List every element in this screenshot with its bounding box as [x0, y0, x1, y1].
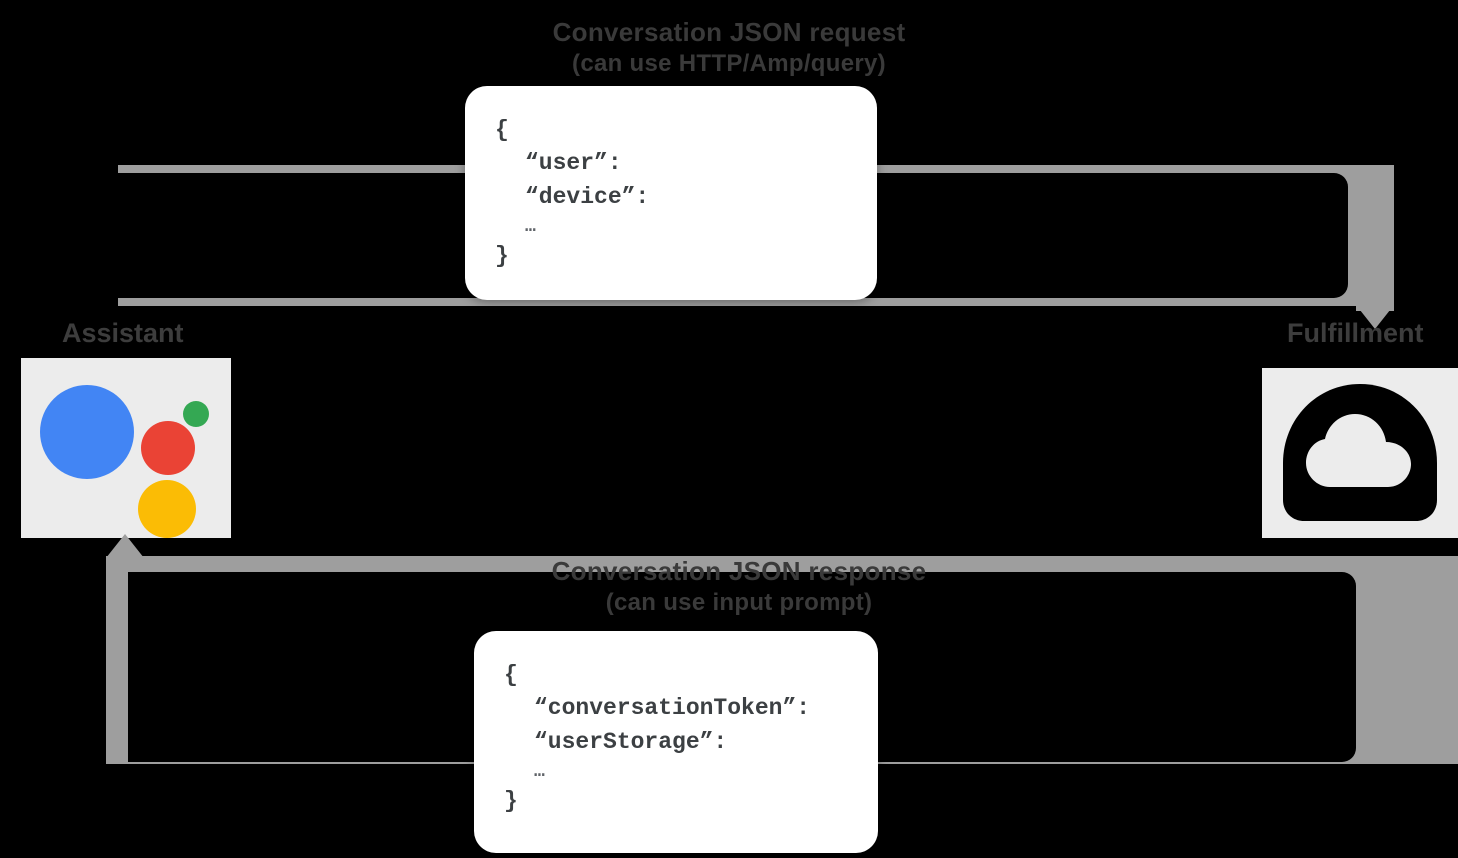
response-json-close: } — [504, 788, 518, 815]
assistant-dot-yellow — [138, 480, 196, 538]
request-arrow-head — [1356, 305, 1394, 329]
response-label-line1: Conversation JSON response — [551, 556, 927, 586]
response-json-key-conversation-token: “conversationToken”: — [534, 695, 811, 722]
response-label: Conversation JSON response (can use inpu… — [429, 555, 1049, 619]
assistant-dot-green — [183, 401, 209, 427]
request-json-close: } — [495, 243, 509, 270]
assistant-dot-red — [141, 421, 195, 475]
assistant-node[interactable] — [21, 358, 231, 538]
google-assistant-icon — [36, 373, 216, 538]
cloud-functions-icon — [1283, 384, 1437, 521]
request-json-key-user: “user”: — [525, 150, 622, 177]
response-label-line2: (can use input prompt) — [605, 589, 873, 617]
response-json-key-user-storage: “userStorage”: — [534, 728, 728, 755]
request-json-open: { — [495, 117, 509, 143]
response-json-ellipsis: … — [534, 762, 547, 783]
request-arrow-vertical — [1356, 165, 1394, 311]
request-label-line2: (can use HTTP/Amp/query) — [572, 50, 886, 78]
request-label-line1: Conversation JSON request — [552, 17, 906, 47]
assistant-band-label: Assistant — [62, 318, 184, 348]
response-json-open: { — [504, 662, 518, 688]
request-json-card: { “user”: “device”: … } — [465, 86, 877, 300]
request-json-ellipsis: … — [525, 217, 538, 238]
request-label: Conversation JSON request (can use HTTP/… — [429, 16, 1029, 80]
response-json-card: { “conversationToken”: “userStorage”: … … — [474, 631, 878, 853]
request-json-key-device: “device”: — [525, 183, 650, 210]
response-arrow-vertical — [1356, 556, 1458, 764]
fulfillment-band-label: Fulfillment — [1287, 318, 1424, 348]
response-arrow-head — [106, 534, 144, 558]
fulfillment-node[interactable] — [1262, 368, 1458, 538]
assistant-dot-blue — [40, 385, 134, 479]
